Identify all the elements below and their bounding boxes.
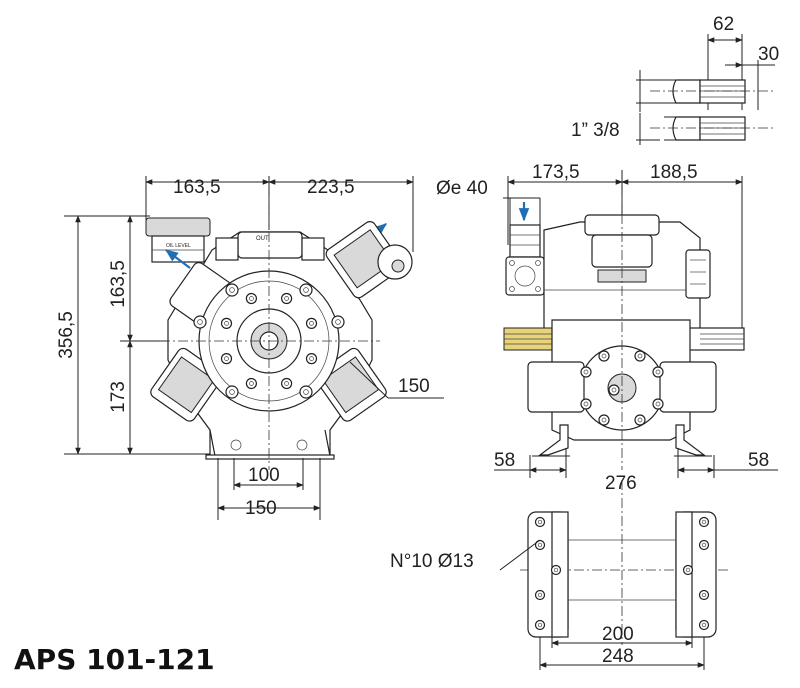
bolt-icon-center — [197, 319, 203, 325]
mounting-hole-icon — [682, 564, 694, 576]
bolt-icon-center — [637, 417, 643, 423]
bolt-icon — [245, 292, 257, 305]
mounting-hole-icon-center — [537, 519, 543, 525]
dim-150-right: 150 — [398, 376, 430, 397]
bolt-icon-center — [309, 356, 314, 361]
mounting-hole-icon-center — [701, 622, 707, 628]
dim-100: 100 — [248, 465, 280, 486]
mounting-hole-icon — [698, 539, 710, 551]
bolt-icon-center — [284, 296, 289, 301]
bolt-icon — [193, 315, 207, 329]
bolt-icon — [598, 350, 610, 362]
dim-58-right: 58 — [748, 450, 769, 471]
dim-356-5: 356,5 — [56, 311, 77, 359]
dim-thread: 1” 3/8 — [571, 120, 620, 141]
bolt-icon-center — [655, 401, 661, 407]
mounting-hole-icon-center — [537, 542, 543, 548]
bolt-icon — [220, 353, 233, 365]
shaft-detail — [636, 34, 775, 145]
bolt-icon-center — [309, 321, 314, 326]
bolt-icon-center — [611, 387, 617, 393]
bolt-icon — [652, 398, 664, 410]
bolt-icon-center — [655, 369, 661, 375]
flow-arrow-icon — [164, 249, 191, 269]
bolt-icon-center — [335, 319, 341, 325]
mounting-hole-icon — [534, 589, 546, 601]
model-title: APS 101-121 — [14, 643, 215, 676]
dim-de40: Øe 40 — [436, 178, 488, 199]
bolt-icon — [331, 315, 345, 329]
bolt-icon-center — [224, 356, 229, 361]
mounting-hole-icon-center — [553, 567, 559, 573]
dim-223-5: 223,5 — [307, 177, 355, 198]
mounting-hole-icon-center — [701, 542, 707, 548]
bolt-icon — [652, 366, 664, 378]
bolt-icon — [225, 385, 239, 399]
dim-188-5: 188,5 — [650, 162, 698, 183]
front-view: OIL LEVEL OUT — [64, 176, 444, 520]
bolt-icon — [580, 398, 592, 410]
dim-holes: N°10 Ø13 — [390, 551, 474, 572]
side-view — [494, 170, 778, 478]
dim-163-5-side: 163,5 — [108, 260, 129, 308]
mounting-hole-icon-center — [701, 519, 707, 525]
bolt-icon-center — [601, 353, 607, 359]
bolt-icon-center — [601, 417, 607, 423]
bolt-icon-center — [224, 321, 229, 326]
dim-200: 200 — [602, 624, 634, 645]
mounting-hole-icon-center — [537, 592, 543, 598]
bolt-icon-center — [303, 287, 309, 293]
bolt-icon-center — [229, 287, 235, 293]
bolt-icon — [305, 317, 318, 329]
oil-level-label: OIL LEVEL — [166, 243, 191, 249]
dim-173: 173 — [108, 381, 129, 413]
dim-150-bottom: 150 — [245, 498, 277, 519]
dim-30: 30 — [758, 44, 779, 65]
bolt-icon-center — [303, 389, 309, 395]
bolt-icon — [598, 414, 610, 426]
bolt-icon — [225, 283, 239, 297]
mounting-hole-icon — [698, 516, 710, 528]
mounting-hole-icon — [534, 619, 546, 631]
mounting-hole-icon-center — [685, 567, 691, 573]
bolt-icon — [220, 317, 233, 329]
mounting-hole-icon — [698, 589, 710, 601]
mounting-hole-icon — [534, 516, 546, 528]
bolt-icon-center — [249, 296, 254, 301]
dim-62: 62 — [713, 14, 734, 35]
bolt-icon-center — [637, 353, 643, 359]
dim-163-5-top: 163,5 — [173, 177, 221, 198]
bolt-icon-center — [229, 389, 235, 395]
bolt-icon — [634, 350, 646, 362]
bolt-icon — [281, 377, 293, 390]
bolt-icon — [299, 385, 313, 399]
mounting-hole-icon-center — [701, 592, 707, 598]
mounting-hole-icon-center — [537, 622, 543, 628]
base-plan — [499, 480, 730, 670]
dim-276: 276 — [605, 473, 637, 494]
dim-58-left: 58 — [494, 450, 515, 471]
bolt-icon — [580, 366, 592, 378]
bolt-icon — [608, 384, 620, 396]
bolt-icon-center — [583, 401, 589, 407]
bolt-icon — [245, 377, 257, 390]
dim-173-5: 173,5 — [532, 162, 580, 183]
bolt-circle — [193, 283, 345, 399]
bolt-icon — [281, 292, 293, 305]
mounting-hole-icon — [550, 564, 562, 576]
bolt-icon — [634, 414, 646, 426]
bolt-icon — [305, 353, 318, 365]
dim-248: 248 — [602, 646, 634, 667]
mounting-hole-icon — [698, 619, 710, 631]
bolt-icon-center — [249, 381, 254, 386]
bolt-icon-center — [284, 381, 289, 386]
bolt-icon-center — [583, 369, 589, 375]
bolt-icon — [299, 283, 313, 297]
out-label: OUT — [256, 236, 269, 242]
